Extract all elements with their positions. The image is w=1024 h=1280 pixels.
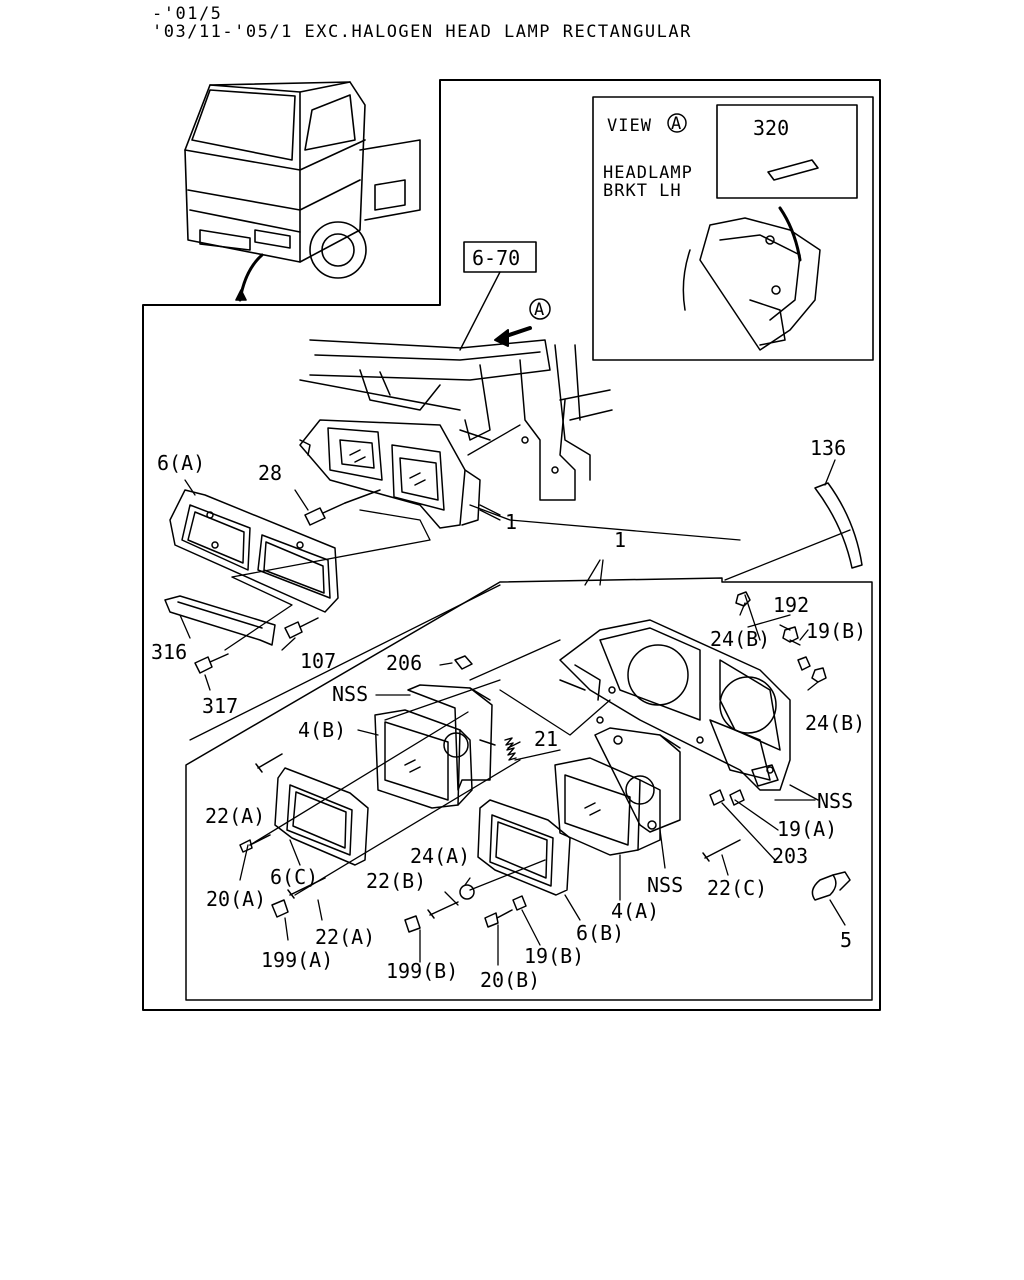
- label-4b: 4(B): [298, 718, 346, 742]
- arrow-a-circle: [529, 298, 551, 320]
- label-192: 192: [773, 593, 809, 617]
- label-20b: 20(B): [480, 968, 540, 992]
- label-6a: 6(A): [157, 451, 205, 475]
- part-320-pad: [767, 159, 819, 181]
- headlamp-bracket-lh: [682, 206, 821, 351]
- label-6c: 6(C): [270, 865, 318, 889]
- chassis-frame: [299, 339, 613, 501]
- label-nss-2: NSS: [817, 789, 853, 813]
- nss-bracket-lower: [594, 727, 681, 833]
- label-22c: 22(C): [707, 876, 767, 900]
- main-frame: [142, 79, 881, 1011]
- label-24a: 24(A): [410, 844, 470, 868]
- headlamp-unit-4a: [554, 757, 661, 856]
- screws-lower: [239, 655, 741, 933]
- label-28: 28: [258, 461, 282, 485]
- upper-leader-lines: [189, 424, 851, 741]
- headlamp-unit-4b: [374, 709, 473, 809]
- strip-136: [814, 482, 863, 569]
- screw-107: [284, 617, 319, 639]
- bracket-label-2: BRKT LH: [603, 181, 682, 201]
- ref-6-70-label: 6-70: [472, 246, 520, 270]
- diagram-subtitle-date: -'01/5: [152, 4, 223, 24]
- headlamp-housing-upper: [299, 419, 481, 529]
- clips-right: [709, 591, 827, 806]
- bracket-label-1: HEADLAMP: [603, 163, 693, 183]
- view-a-label: VIEW: [607, 116, 652, 136]
- label-21: 21: [534, 727, 558, 751]
- label-316: 316: [151, 640, 187, 664]
- label-320: 320: [753, 116, 789, 140]
- lower-leader-lines: [249, 594, 816, 896]
- label-22a-2: 22(A): [315, 925, 375, 949]
- label-199a: 199(A): [261, 948, 333, 972]
- label-24b-2: 24(B): [805, 711, 865, 735]
- view-a-ref: A: [671, 114, 682, 134]
- label-1-lower: 1: [614, 528, 626, 552]
- label-1-upper: 1: [505, 510, 517, 534]
- screw-317: [194, 653, 229, 674]
- label-107: 107: [300, 649, 336, 673]
- label-22a-1: 22(A): [205, 804, 265, 828]
- bulb-5: [811, 871, 851, 901]
- arrow-a-ref: A: [534, 300, 545, 320]
- view-a-inset: [592, 96, 874, 361]
- view-a-circle: [667, 113, 687, 133]
- label-22b: 22(B): [366, 869, 426, 893]
- headlamp-housing-lower: [559, 619, 791, 791]
- label-4a: 4(A): [611, 899, 659, 923]
- label-206: 206: [386, 651, 422, 675]
- label-nss-3: NSS: [647, 873, 683, 897]
- label-19b-1: 19(B): [806, 619, 866, 643]
- lamp-assembly-frame: [185, 577, 873, 1001]
- diagram-title: '03/11-'05/1 EXC.HALOGEN HEAD LAMP RECTA…: [152, 22, 692, 42]
- label-5: 5: [840, 928, 852, 952]
- strip-316: [164, 595, 276, 646]
- bezel-6c: [274, 767, 369, 866]
- part-320-box: [716, 104, 858, 199]
- spring-21: [504, 737, 517, 761]
- label-19b-2: 19(B): [524, 944, 584, 968]
- label-317: 317: [202, 694, 238, 718]
- bezel-6a: [169, 489, 339, 613]
- label-20a: 20(A): [206, 887, 266, 911]
- screw-28: [304, 489, 381, 526]
- label-leaders: [179, 459, 846, 966]
- label-199b: 199(B): [386, 959, 458, 983]
- nss-bracket-upper: [407, 684, 496, 791]
- label-nss-1: NSS: [332, 682, 368, 706]
- bezel-6b: [477, 799, 571, 896]
- truck-illustration: [184, 81, 421, 302]
- label-203: 203: [772, 844, 808, 868]
- label-136: 136: [810, 436, 846, 460]
- label-6b: 6(B): [576, 921, 624, 945]
- label-24b-1: 24(B): [710, 627, 770, 651]
- label-19a: 19(A): [777, 817, 837, 841]
